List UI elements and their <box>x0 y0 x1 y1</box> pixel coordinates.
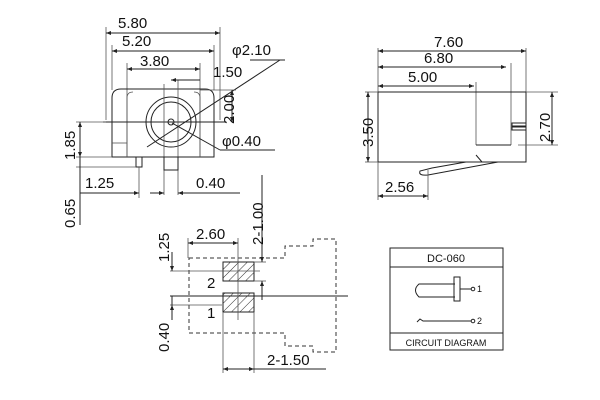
pin-left <box>135 156 143 168</box>
dim-pin-offset-left: 1.25 <box>85 175 114 192</box>
jack-body-front <box>111 88 215 158</box>
dim-lever-offset: 2.56 <box>385 179 414 196</box>
dim-offset: 1.50 <box>213 64 242 81</box>
dim-pad-height: 2-1.00 <box>250 202 267 245</box>
center-pin <box>167 118 175 126</box>
dim-pad-spacing: 2.60 <box>196 226 225 243</box>
dim-flange-height: 1.85 <box>62 131 79 160</box>
dim-length-mid: 6.80 <box>424 50 453 67</box>
dim-height: 3.50 <box>360 118 377 147</box>
jack-body-side <box>377 91 527 163</box>
dim-lower-offset: 0.40 <box>156 323 173 352</box>
circuit-caption: CIRCUIT DIAGRAM <box>406 338 487 348</box>
dim-pad-width: 2-1.50 <box>267 352 310 369</box>
jack-opening-outer <box>145 96 197 148</box>
pin-label-1: 1 <box>477 284 482 294</box>
pin-label-2: 2 <box>477 316 482 326</box>
dim-pin-width: 0.40 <box>196 175 225 192</box>
outline-dashed <box>188 238 337 353</box>
dim-length-overall: 7.60 <box>434 34 463 51</box>
dim-pin-height: 2.70 <box>537 113 554 142</box>
pad-1 <box>222 292 255 313</box>
circuit-diagram-box: DC-060 CIRCUIT DIAGRAM 1 2 <box>389 247 504 351</box>
dim-upper-offset: 1.25 <box>156 233 173 262</box>
front-view: 5.80 5.20 3.80 φ2.10 1.50 2.00 φ0.40 1.8… <box>62 15 285 228</box>
pad-label-2: 2 <box>207 275 215 292</box>
dim-pin-height: 0.65 <box>62 199 79 228</box>
ground-contact-symbol <box>416 318 471 323</box>
pad-label-1: 1 <box>207 305 215 322</box>
dim-pin-dia: φ0.40 <box>222 133 261 150</box>
dim-height-center: 2.00 <box>221 95 238 124</box>
ground-lever <box>419 154 499 176</box>
dim-width-inner: 3.80 <box>140 53 169 70</box>
model-name: DC-060 <box>427 253 465 265</box>
pad-2 <box>222 261 255 282</box>
pin-center <box>163 156 179 171</box>
side-view: 7.60 6.80 5.00 3.50 2.70 2.56 <box>360 34 558 200</box>
dim-hole-dia: φ2.10 <box>232 42 271 59</box>
dim-width-body: 5.20 <box>122 33 151 50</box>
plug-symbol <box>415 283 455 298</box>
dim-width-overall: 5.80 <box>118 15 147 32</box>
dim-length-body: 5.00 <box>408 69 437 86</box>
pcb-footprint: 2 1 2.60 2-1.00 1.25 0.40 2-1.50 <box>156 175 348 373</box>
